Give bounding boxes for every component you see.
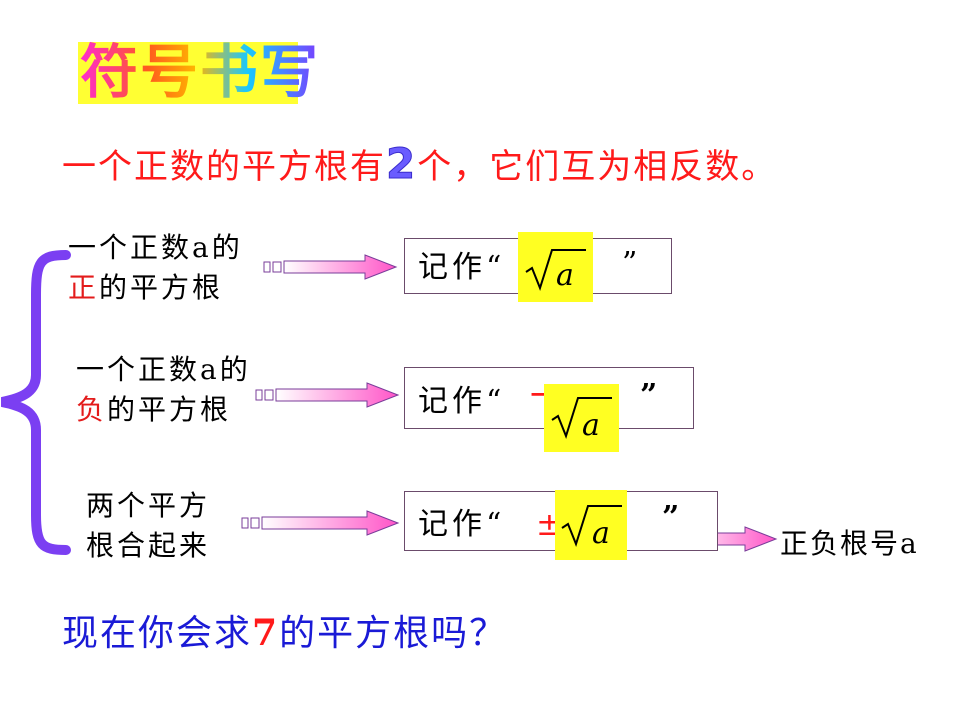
radicand: a (556, 258, 574, 293)
radical-highlight (518, 232, 593, 302)
highlight-char: 负 (76, 393, 108, 426)
arrow-1 (263, 254, 398, 280)
label-negative-root: 一个正数a的 负的平方根 (76, 350, 251, 430)
highlight-char: 正 (68, 271, 100, 304)
main-statement: 一个正数的平方根有2个，它们互为相反数。 (62, 139, 778, 191)
label-positive-root: 一个正数a的 正的平方根 (68, 228, 243, 308)
arrow-3 (241, 510, 400, 536)
question-before: 现在你会求 (62, 613, 253, 654)
label-line: 一个正数a的 (68, 231, 243, 264)
radicand: a (582, 408, 600, 443)
close-quote: ” (622, 246, 642, 281)
slide-title: 符号书写 (80, 38, 321, 106)
radicand: a (592, 516, 610, 551)
close-quote: ” (662, 500, 684, 535)
notation-prefix: 记作“ (418, 507, 506, 542)
notation-prefix: 记作“ (418, 250, 506, 285)
sqrt-symbol (525, 249, 586, 291)
result-label: 正负根号a (780, 527, 919, 560)
label-rest: 的平方根 (99, 271, 224, 304)
notation-prefix: 记作“ (418, 384, 506, 419)
label-line: 一个正数a的 (76, 353, 251, 386)
curly-brace (0, 250, 71, 555)
label-line: 两个平方 (86, 489, 211, 522)
label-both-roots: 两个平方 根合起来 (86, 486, 210, 566)
question-after: 的平方根吗？ (279, 613, 508, 654)
title-background (78, 42, 298, 104)
label-line: 负的平方根 (76, 390, 251, 430)
close-quote: ” (640, 378, 662, 413)
statement-text-before: 一个正数的平方根有 (62, 147, 386, 187)
statement-text-after: 个，它们互为相反数。 (417, 147, 778, 187)
label-line: 根合起来 (86, 529, 211, 562)
question: 现在你会求7的平方根吗？ (62, 608, 507, 659)
label-line: 正的平方根 (68, 268, 243, 308)
sqrt-symbol (551, 397, 612, 439)
label-rest: 的平方根 (107, 393, 232, 426)
statement-number: 2 (385, 139, 418, 188)
arrow-2 (255, 382, 400, 408)
sqrt-symbol (561, 505, 622, 547)
question-number: 7 (252, 612, 280, 654)
